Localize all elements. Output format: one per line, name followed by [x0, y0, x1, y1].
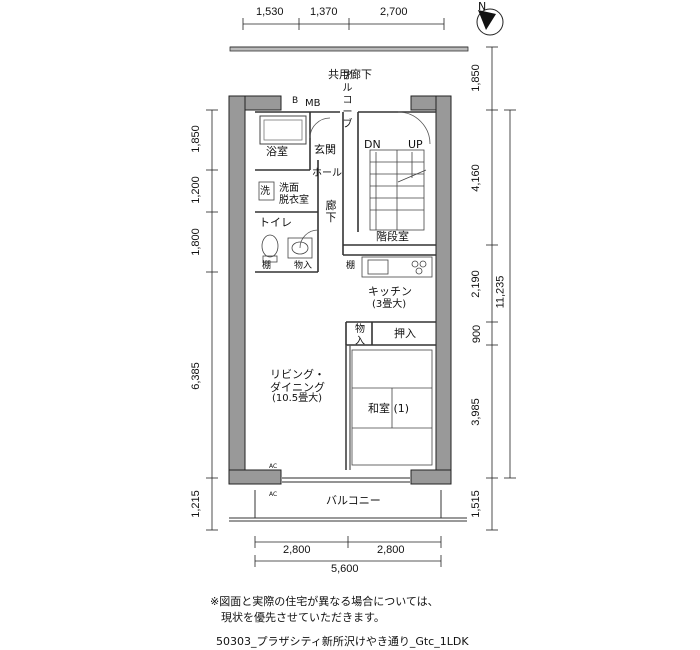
compass-label: N [478, 0, 487, 13]
label-b: B [292, 96, 299, 106]
north-compass-icon [476, 8, 504, 36]
dim-right-6: 1,515 [469, 490, 482, 518]
dim-bottom-1: 2,800 [283, 544, 311, 556]
right-dimension-lines [486, 46, 516, 531]
label-shelf: 棚 [262, 261, 272, 271]
room-alcove: アルコーブ [342, 71, 353, 130]
dim-bottom-total: 5,600 [331, 563, 359, 575]
room-living-size: (10.5畳大) [272, 393, 323, 404]
left-dimension-lines [206, 109, 218, 531]
dim-left-5: 1,215 [189, 490, 202, 518]
dim-right-5: 3,985 [469, 398, 482, 426]
room-hall: ホール [312, 168, 342, 179]
stairs-dn: DN [364, 138, 381, 151]
label-storage-1: 物入 [294, 261, 313, 271]
room-kitchen: キッチン [368, 285, 412, 298]
room-washroom: 洗面 脱衣室 [279, 183, 309, 206]
dim-left-1: 1,850 [189, 125, 202, 153]
dim-right-4: 900 [471, 324, 484, 344]
plan-caption: 50303_プラザシティ新所沢けやき通り_Gtc_1LDK [216, 635, 469, 648]
washer-pan [258, 181, 275, 201]
dim-bottom-2: 2,800 [377, 544, 405, 556]
room-entrance: 玄関 [314, 143, 336, 156]
dim-right-3: 2,190 [469, 270, 482, 298]
washer-mark: 洗 [260, 186, 270, 197]
disclaimer-note: ※図面と実際の住宅が異なる場合については、 現状を優先させていただきます。 [210, 595, 439, 624]
top-dimension-lines [242, 18, 445, 30]
room-japanese: 和室 (1) [368, 402, 410, 415]
kitchen-counter [361, 256, 433, 278]
tatami-room [351, 349, 433, 466]
room-closet: 押入 [394, 327, 416, 340]
dim-top-1: 1,530 [256, 6, 284, 18]
room-toilet: トイレ [259, 216, 292, 229]
bottom-dimension-lines [254, 536, 442, 567]
label-mb: MB [305, 98, 321, 109]
label-storage-2: 物入 [355, 324, 365, 347]
label-shelf-2: 棚 [346, 261, 356, 271]
dim-right-1: 1,850 [469, 64, 482, 92]
dim-right-total: 11,235 [494, 275, 507, 309]
room-bath: 浴室 [266, 145, 288, 158]
ac-label-2: AC [269, 491, 278, 498]
room-balcony: バルコニー [326, 494, 381, 507]
dim-left-2: 1,200 [189, 176, 202, 204]
bathtub [259, 115, 307, 145]
dim-right-2: 4,160 [469, 164, 482, 192]
dim-left-4: 6,385 [189, 362, 202, 390]
room-kitchen-size: (3畳大) [372, 299, 407, 310]
room-common-corridor: 共用廊下 [328, 68, 372, 81]
room-living: リビング・ ダイニング [270, 368, 325, 394]
dim-top-3: 2,700 [380, 6, 408, 18]
common-corridor [229, 46, 469, 52]
stairs-up: UP [408, 138, 423, 151]
dim-top-2: 1,370 [310, 6, 338, 18]
balcony-railing [229, 490, 467, 522]
dim-left-3: 1,800 [189, 228, 202, 256]
ac-label-1: AC [269, 463, 278, 470]
sliding-doors [282, 345, 410, 483]
room-stairwell: 階段室 [376, 230, 409, 243]
walls [228, 95, 452, 485]
wash-basin [287, 237, 313, 259]
staircase [369, 149, 427, 231]
toilet-fixture [261, 234, 279, 263]
room-hallway: 廊下 [325, 199, 337, 224]
door-swings [299, 111, 431, 249]
